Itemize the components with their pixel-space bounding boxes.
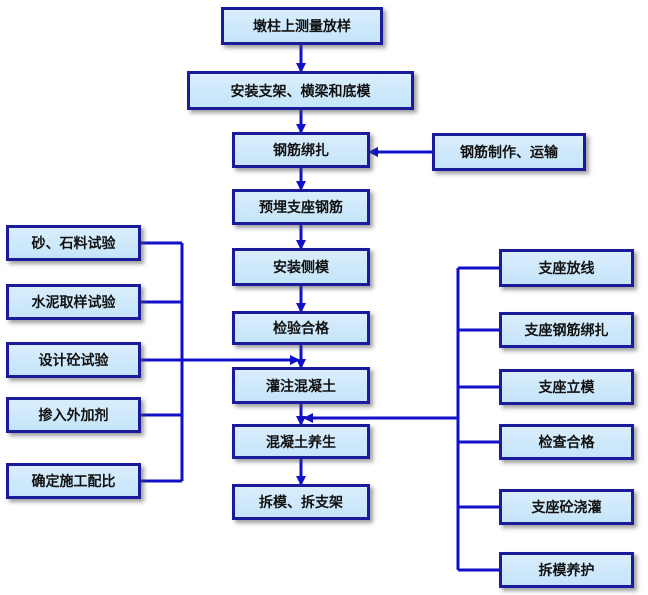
rebar-fabrication-transport: 钢筋制作、运输 — [432, 133, 586, 171]
right-input-bearing-formwork: 支座立模 — [499, 369, 634, 405]
right-input-check-pass: 检查合格 — [499, 424, 634, 460]
step-inspection-pass: 检验合格 — [232, 311, 370, 345]
left-input-sand-stone-test: 砂、石料试验 — [6, 225, 141, 261]
right-input-bearing-rebar: 支座钢筋绑扎 — [499, 312, 634, 348]
step-install-support: 安装支架、横梁和底模 — [187, 71, 414, 110]
right-input-remove-cure: 拆模养护 — [499, 552, 634, 588]
left-input-mix-ratio: 确定施工配比 — [6, 463, 141, 499]
step-remove-forms: 拆模、拆支架 — [232, 484, 370, 520]
step-pour-concrete: 灌注混凝土 — [232, 367, 370, 404]
left-input-cement-sampling: 水泥取样试验 — [6, 284, 141, 320]
right-input-bearing-pour: 支座砼浇灌 — [499, 489, 634, 525]
right-input-bearing-layout: 支座放线 — [499, 249, 634, 287]
step-rebar-binding: 钢筋绑扎 — [232, 132, 370, 168]
left-input-mix-design-test: 设计砼试验 — [6, 342, 141, 378]
left-input-admixture: 掺入外加剂 — [6, 397, 141, 433]
step-install-side-form: 安装侧模 — [232, 248, 370, 286]
step-concrete-curing: 混凝土养生 — [232, 424, 370, 459]
step-embed-bearing-rebar: 预埋支座钢筋 — [232, 189, 370, 225]
step-survey-layout: 墩柱上测量放样 — [221, 7, 383, 45]
